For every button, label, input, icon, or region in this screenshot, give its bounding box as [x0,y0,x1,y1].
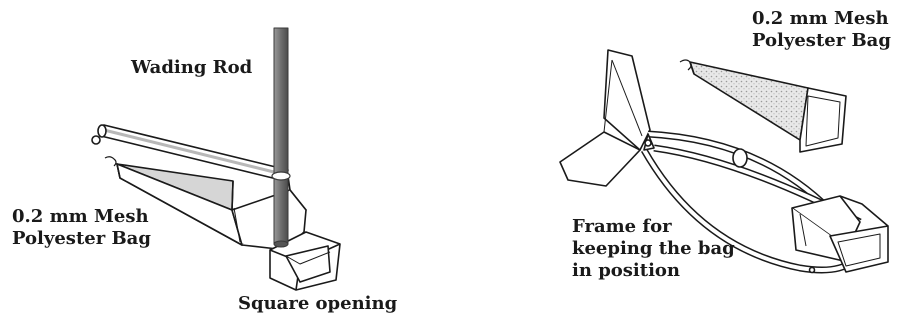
tail-fins [560,50,650,186]
wading-rod-label: Wading Rod [131,57,252,79]
right-bag-label: 0.2 mm Mesh Polyester Bag [752,8,891,52]
left-bag-label: 0.2 mm Mesh Polyester Bag [12,206,151,250]
wading-rod [272,28,290,247]
frame-label: Frame for keeping the bag in position [572,216,735,282]
nozzle-box-right [792,196,888,272]
square-opening-label: Square opening [238,293,397,315]
